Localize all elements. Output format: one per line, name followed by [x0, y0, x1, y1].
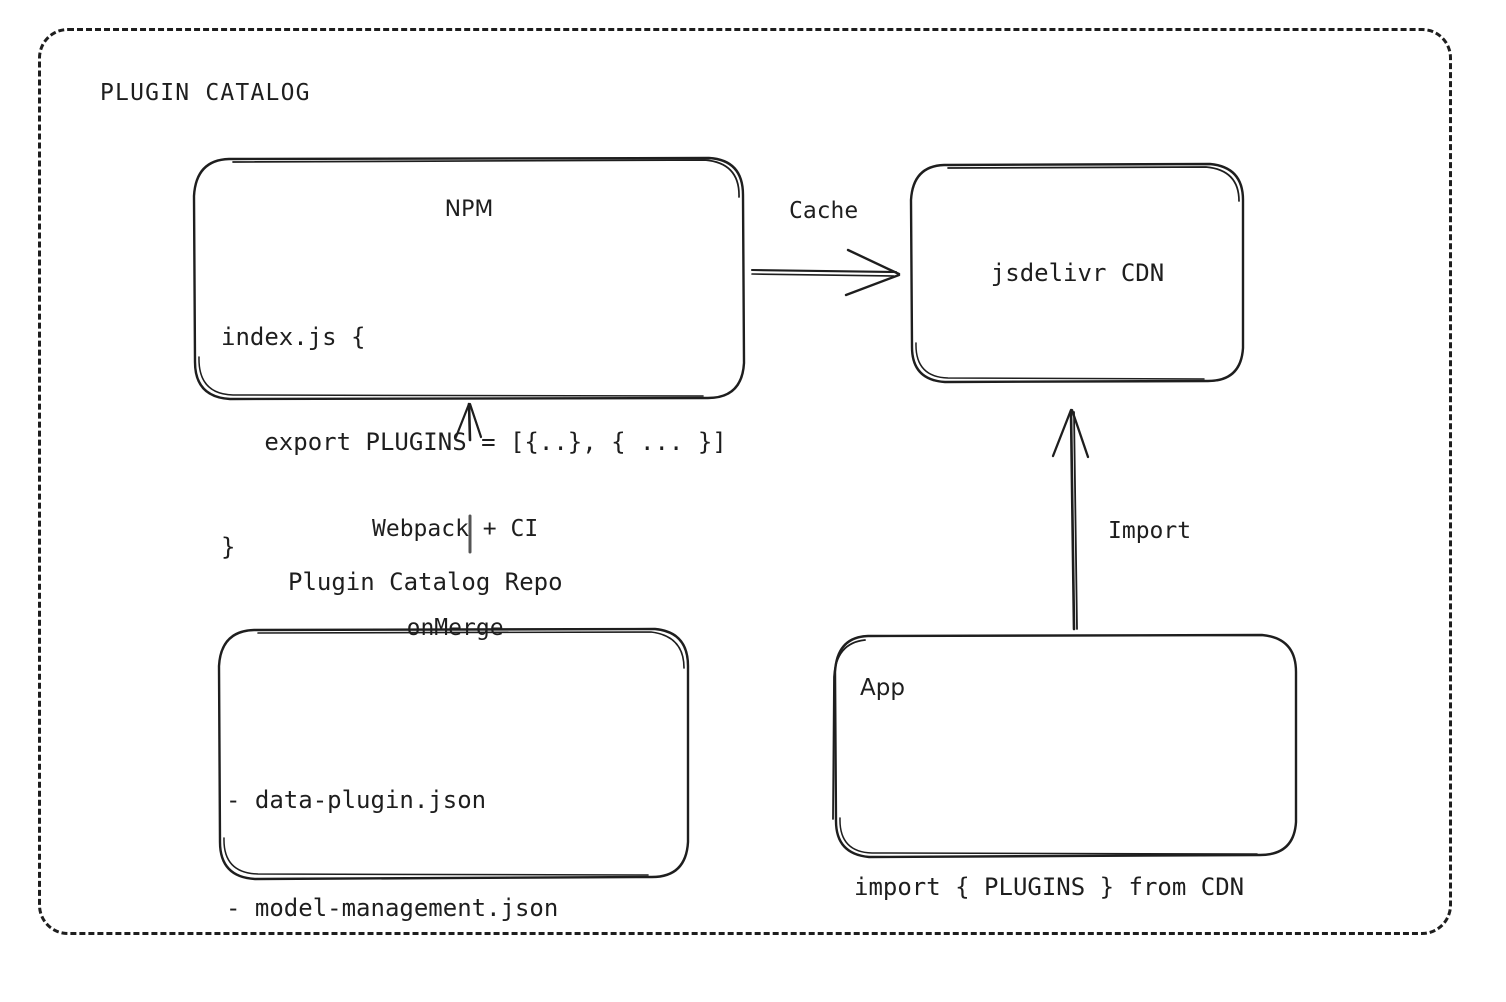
- repo-file-list: - data-plugin.json - model-management.js…: [226, 710, 558, 1002]
- npm-code-line: index.js {: [221, 323, 366, 351]
- app-node[interactable]: App import { PLUGINS } from CDN PLUGINS.…: [832, 633, 1298, 901]
- app-code-line: import { PLUGINS } from CDN: [854, 873, 1245, 901]
- npm-code-line: export PLUGINS = [{..}, { ... }]: [221, 428, 727, 456]
- plugin-catalog-container: [38, 28, 1452, 935]
- npm-code-block: index.js { export PLUGINS = [{..}, { ...…: [221, 250, 727, 635]
- webpack-ci-arrow-label: Webpack + CI onMerge: [372, 447, 538, 711]
- webpack-ci-label-line2: onMerge: [406, 615, 504, 641]
- import-arrow-label: Import: [1108, 518, 1192, 544]
- app-node-outline: [832, 633, 1298, 859]
- repo-file-item: - data-plugin.json: [226, 786, 487, 814]
- cdn-node-label: jsdelivr CDN: [990, 259, 1165, 287]
- repo-file-item: - model-management.json: [226, 894, 559, 922]
- catalog-title: PLUGIN CATALOG: [100, 80, 311, 106]
- plugin-catalog-repo-node[interactable]: - data-plugin.json - model-management.js…: [217, 627, 690, 922]
- npm-code-line: }: [221, 533, 236, 561]
- webpack-ci-label-line1: Webpack + CI: [372, 516, 539, 542]
- app-code-block: import { PLUGINS } from CDN PLUGINS.forE…: [854, 730, 1244, 1002]
- npm-node-title: NPM: [444, 197, 494, 222]
- npm-node[interactable]: NPM index.js { export PLUGINS = [{..}, {…: [192, 156, 746, 561]
- repo-file-item: ...: [226, 998, 558, 1002]
- app-node-title: App: [860, 675, 905, 701]
- jsdelivr-cdn-node[interactable]: jsdelivr CDN: [909, 162, 1245, 384]
- npm-node-outline: [192, 156, 746, 401]
- repo-node-outline: [217, 627, 690, 881]
- repo-heading: Plugin Catalog Repo: [288, 568, 563, 596]
- cdn-node-outline: [909, 162, 1245, 384]
- cache-arrow-label: Cache: [789, 198, 859, 224]
